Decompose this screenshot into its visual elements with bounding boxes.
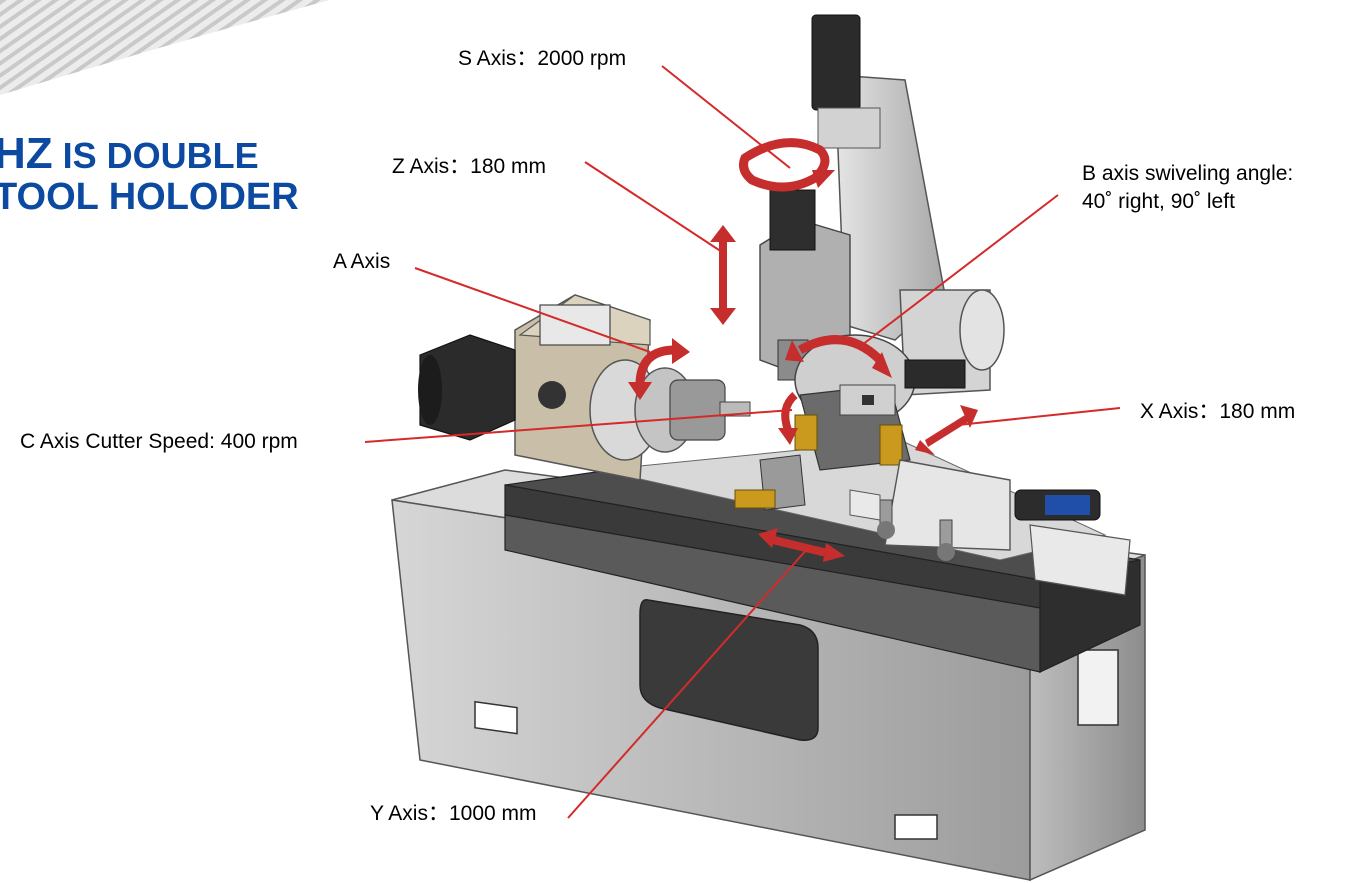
tailstock	[877, 459, 1131, 596]
z-axis-arrow	[710, 225, 736, 325]
callout-c-axis: C Axis Cutter Speed: 400 rpm	[20, 430, 298, 453]
y-axis-arrow	[758, 528, 845, 562]
background-swoosh	[0, 0, 330, 95]
s-axis-rotation-arrow	[739, 138, 835, 192]
leader-z-axis	[584, 161, 723, 253]
a-axis-arrow	[628, 338, 690, 400]
heading-line-1: HZ IS DOUBLE	[0, 132, 299, 176]
callout-a-axis: A Axis	[333, 250, 391, 273]
swivel-unit	[794, 334, 966, 471]
leader-b-axis	[861, 194, 1059, 346]
leader-x-axis	[957, 407, 1121, 426]
callout-x-axis: X Axis：180 mm	[1140, 400, 1296, 423]
headstock-motor	[418, 334, 516, 441]
leader-y-axis	[567, 547, 809, 819]
page-heading: HZ IS DOUBLE TOOL HOLODER	[0, 132, 299, 218]
heading-line-1-rest: IS DOUBLE	[52, 135, 259, 176]
leader-c-axis	[364, 409, 793, 443]
b-axis-arrow	[785, 335, 892, 378]
callout-b-axis-line-2: 40˚ right, 90˚ left	[1082, 190, 1235, 213]
spindle-motor	[811, 14, 881, 149]
leader-lines	[364, 65, 1121, 819]
motion-arrows	[628, 138, 978, 562]
leader-s-axis	[661, 65, 791, 169]
heading-line-2: TOOL HOLODER	[0, 176, 299, 218]
leader-a-axis	[414, 267, 651, 353]
callout-s-axis: S Axis：2000 rpm	[458, 47, 627, 70]
access-panel	[639, 599, 819, 741]
headstock	[514, 294, 751, 481]
callout-b-axis-line-1: B axis swiveling angle:	[1082, 162, 1294, 185]
x-axis-arrow	[915, 405, 978, 455]
callout-y-axis: Y Axis：1000 mm	[370, 802, 537, 825]
work-fixture	[734, 454, 881, 521]
callout-z-axis: Z Axis：180 mm	[392, 155, 547, 178]
heading-model: HZ	[0, 129, 53, 178]
